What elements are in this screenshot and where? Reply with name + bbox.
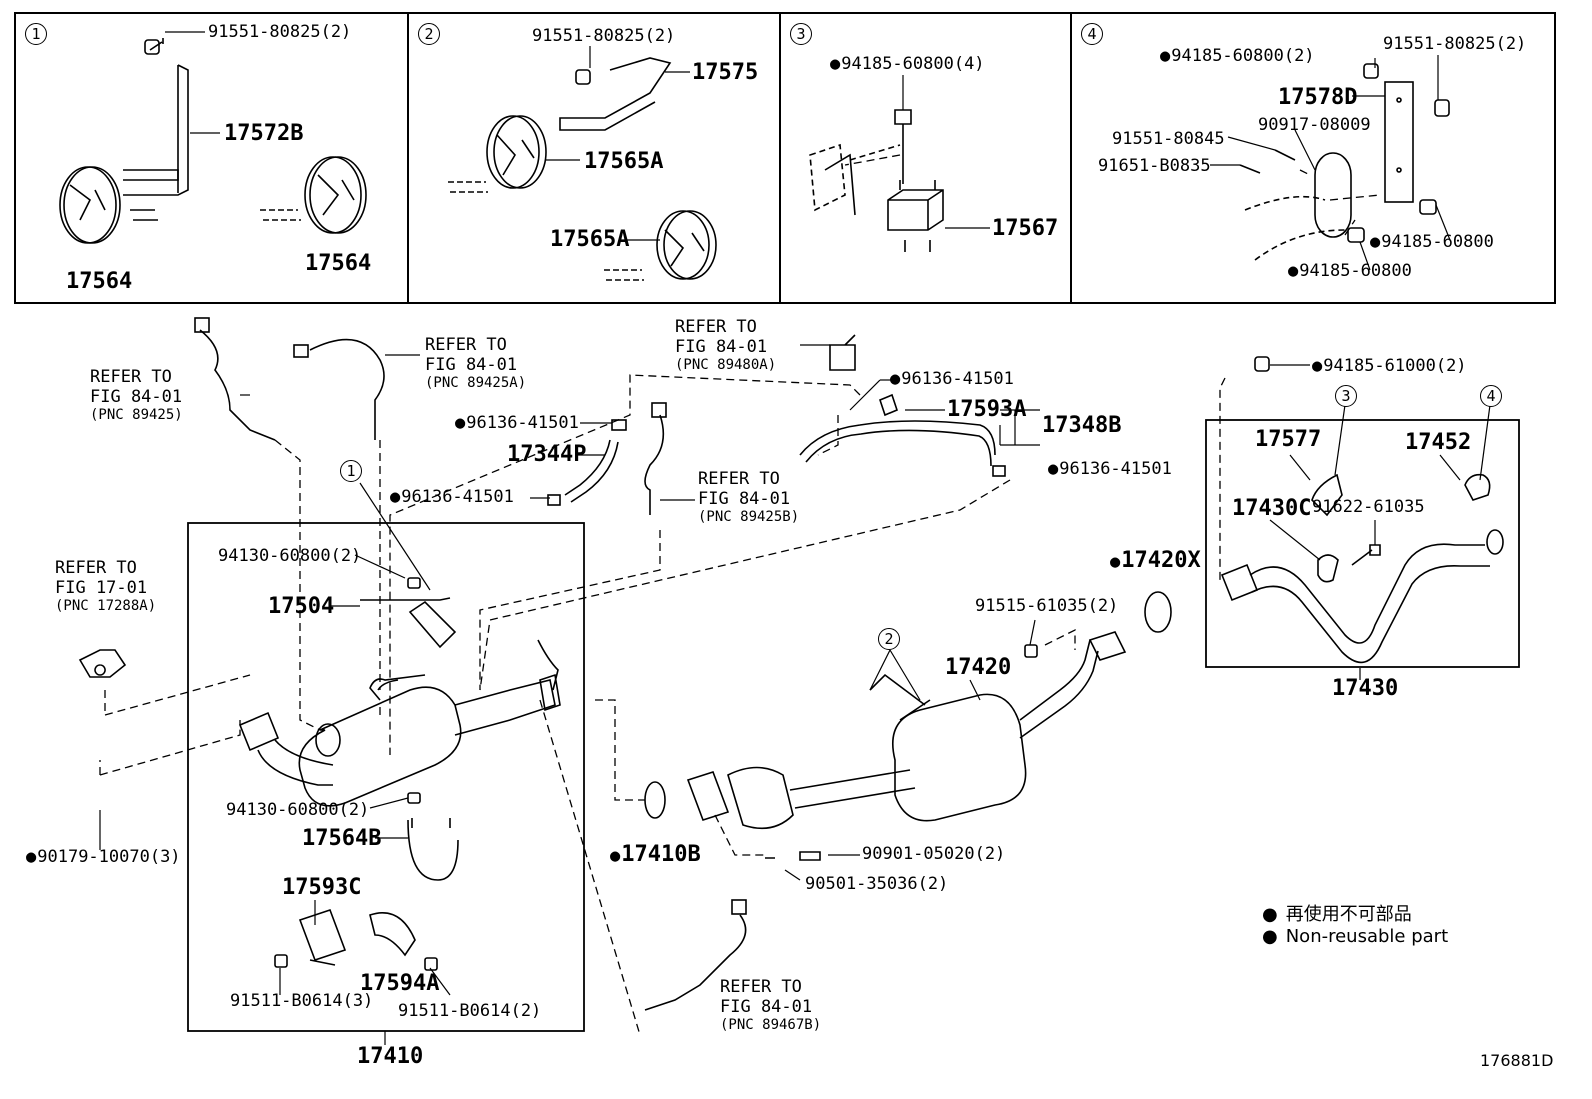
part-label-nonreusable: 94185-61000(2) xyxy=(1312,357,1466,375)
leader-lines xyxy=(99,31,1491,1045)
part-label: 17430 xyxy=(1332,676,1399,701)
gasket-17410b-shape xyxy=(644,781,666,819)
part-label-nonreusable: 17410B xyxy=(610,843,700,868)
part-label: 94130-60800(2) xyxy=(218,546,362,566)
part-label: 17564B xyxy=(302,826,382,851)
inset-3-callout: 3 xyxy=(790,23,812,45)
front-exhaust-pipe-drawing xyxy=(238,597,561,807)
part-label-nonreusable: 96136-41501 xyxy=(455,414,579,432)
part-label: 94130-60800(2) xyxy=(226,800,370,820)
part-label: 17593C xyxy=(282,875,362,900)
callout-4: 4 xyxy=(1480,385,1502,407)
part-label: 17578D xyxy=(1278,85,1358,110)
legend-nonreusable-en: Non-reusable part xyxy=(1262,926,1448,947)
part-label: 91511-B0614(3) xyxy=(230,991,374,1011)
part-label-nonreusable: 94185-60800 xyxy=(1288,262,1412,280)
inset-2-drawing xyxy=(448,57,717,281)
center-pipe-muffler-drawing xyxy=(686,631,1127,861)
sensor-wires xyxy=(194,317,747,1011)
part-label: 17344P xyxy=(507,442,587,467)
part-label-nonreusable: 90179-10070(3) xyxy=(26,848,180,866)
part-label: 91551-80825(2) xyxy=(1383,34,1527,54)
tail-pipe-drawing xyxy=(1220,356,1504,664)
callout-2: 2 xyxy=(878,628,900,650)
inset-4-drawing xyxy=(1239,63,1450,261)
part-label: 91515-61035(2) xyxy=(975,596,1119,616)
callout-3: 3 xyxy=(1335,385,1357,407)
part-label: 91551-80825(2) xyxy=(532,26,676,46)
part-label: 17565A xyxy=(550,227,630,252)
part-label: 17567 xyxy=(992,216,1059,241)
tail-pipe-assembly-box xyxy=(1205,419,1520,668)
part-label-nonreusable: 96136-41501 xyxy=(890,370,1014,388)
part-label: 91651-B0835 xyxy=(1098,156,1211,176)
inset-1-drawing xyxy=(59,38,367,244)
part-label: 17572B xyxy=(224,121,304,146)
part-label-nonreusable: 17420X xyxy=(1110,549,1200,574)
part-label-nonreusable: 94185-60800 xyxy=(1370,233,1494,251)
hoses xyxy=(547,334,1006,506)
part-label: 90901-05020(2) xyxy=(862,844,1006,864)
part-label: 17430C xyxy=(1232,496,1312,521)
part-label: 91622-61035 xyxy=(1312,497,1425,517)
part-label: 91511-B0614(2) xyxy=(398,1001,542,1021)
part-label-nonreusable: 96136-41501 xyxy=(1048,460,1172,478)
gasket-17288a xyxy=(78,649,127,678)
callout-1: 1 xyxy=(340,460,362,482)
figure-id: 176881D xyxy=(1480,1051,1554,1070)
part-label: 17420 xyxy=(945,655,1012,680)
part-label: 17593A xyxy=(947,397,1027,422)
part-label: 91551-80845 xyxy=(1112,129,1225,149)
legend-nonreusable-ja: 再使用不可部品 xyxy=(1262,900,1412,926)
part-label: 17564 xyxy=(66,269,133,294)
inset-1-callout: 1 xyxy=(25,23,47,45)
part-label: 90501-35036(2) xyxy=(805,874,949,894)
part-label: 17564 xyxy=(305,251,372,276)
clamp-and-brackets xyxy=(274,577,459,971)
part-label-nonreusable: 94185-60800(4) xyxy=(830,55,984,73)
inset-2-callout: 2 xyxy=(418,23,440,45)
part-label: 17575 xyxy=(692,60,759,85)
gasket-17420x-shape xyxy=(1144,591,1172,633)
part-label: 17348B xyxy=(1042,413,1122,438)
part-label: 17565A xyxy=(584,149,664,174)
part-label: 91551-80825(2) xyxy=(208,22,352,42)
inset-4-callout: 4 xyxy=(1081,23,1103,45)
inset-3-drawing xyxy=(809,109,944,252)
part-label-nonreusable: 96136-41501 xyxy=(390,488,514,506)
part-label-nonreusable: 94185-60800(2) xyxy=(1160,47,1314,65)
part-label: 17594A xyxy=(360,971,440,996)
part-label: 17452 xyxy=(1405,430,1472,455)
part-label: 90917-08009 xyxy=(1258,115,1371,135)
part-label: 17410 xyxy=(357,1044,424,1069)
part-label: 17577 xyxy=(1255,427,1322,452)
inset-frame xyxy=(14,12,1556,304)
dashed-leader-lines xyxy=(99,154,1381,1036)
part-label: 17504 xyxy=(268,594,335,619)
